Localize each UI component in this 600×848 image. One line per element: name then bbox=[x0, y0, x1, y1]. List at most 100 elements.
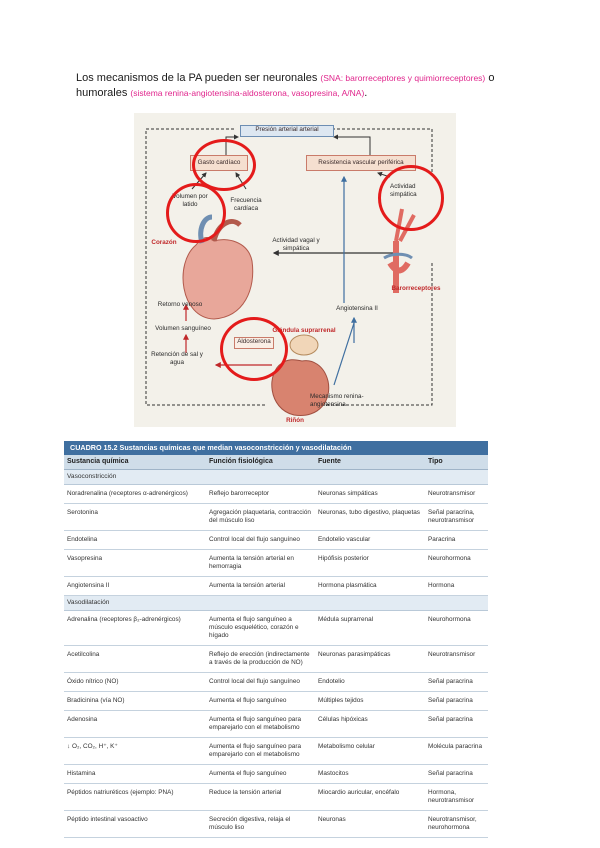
intro-line-1: Los mecanismos de la PA pueden ser neuro… bbox=[76, 71, 536, 86]
intro-line-2: humorales (sistema renina-angiotensina-a… bbox=[76, 86, 536, 101]
table-cell: Histamina bbox=[67, 770, 96, 777]
table-row: Noradrenalina (receptores α-adrenérgicos… bbox=[64, 485, 488, 504]
table-cell: Paracrina bbox=[428, 536, 456, 543]
table-cell: Control local del flujo sanguíneo bbox=[209, 536, 300, 543]
table-cell: Péptidos natriuréticos (ejemplo: PNA) bbox=[67, 789, 174, 796]
barorreceptores-label: Barorreceptores bbox=[391, 285, 441, 292]
table-cell: Neuronas parasimpáticas bbox=[318, 651, 391, 658]
table-header-cell: Fuente bbox=[318, 458, 341, 465]
table-cell: Neuronas simpáticas bbox=[318, 490, 378, 497]
table-cell: Aumenta el flujo sanguíneo bbox=[209, 770, 287, 777]
table-cell: Noradrenalina (receptores α-adrenérgicos… bbox=[67, 490, 188, 497]
table-cell: Neurotransmisor, neurohormona bbox=[428, 816, 477, 831]
table-cell: Molécula paracrina bbox=[428, 743, 482, 750]
table-cell: Serotonina bbox=[67, 509, 98, 516]
section-vasodilatacion: Vasodilatación bbox=[64, 596, 488, 611]
table-cell: Aumenta la tensión arterial bbox=[209, 582, 286, 589]
table-cell: Aumenta el flujo sanguíneo bbox=[209, 697, 287, 704]
table-cell: Mastocitos bbox=[318, 770, 349, 777]
table-cell: Células hipóxicas bbox=[318, 716, 368, 723]
table-cell: Vasopresina bbox=[67, 555, 103, 562]
table-cell: Neuronas bbox=[318, 816, 346, 823]
table-header-cell: Sustancia química bbox=[67, 458, 129, 465]
frecuencia-label: Frecuencia cardíaca bbox=[230, 197, 262, 212]
table-cell: Secreción digestiva, relaja el músculo l… bbox=[209, 816, 291, 831]
table-cell: Aumenta el flujo sanguíneo a músculo esq… bbox=[209, 616, 299, 639]
table-cell: ↓ O₂, CO₂, H⁺, K⁺ bbox=[67, 743, 118, 750]
highlight-circle-aldosterona bbox=[220, 317, 288, 381]
table-cell: Péptido intestinal vasoactivo bbox=[67, 816, 148, 823]
section-vasoconstriccion: Vasoconstricción bbox=[64, 470, 488, 485]
angiotensina-label: Angiotensina II bbox=[336, 305, 378, 312]
table-cell: Neurohormona bbox=[428, 616, 471, 623]
volumen-sanguineo-label: Volumen sanguíneo bbox=[155, 325, 211, 332]
table-cell: Reflejo de erección (indirectamente a tr… bbox=[209, 651, 310, 666]
intro-line-1-end: o bbox=[485, 72, 495, 84]
table-cell: Óxido nítrico (NO) bbox=[67, 678, 119, 685]
table-cell: Angiotensina II bbox=[67, 582, 110, 589]
table-row: Adrenalina (receptores β₂-adrenérgicos) A… bbox=[64, 611, 488, 646]
table-row: Endotelina Control local del flujo sanguí… bbox=[64, 531, 488, 550]
table-cell: Hormona plasmática bbox=[318, 582, 377, 589]
intro-line-2-end: . bbox=[364, 87, 368, 99]
table-title: CUADRO 15.2 Sustancias químicas que medi… bbox=[64, 441, 488, 455]
table-cell: Hipófisis posterior bbox=[318, 555, 369, 562]
actividad-vagal-label: Actividad vagal y simpática bbox=[272, 237, 320, 252]
mecanismo-label: Mecanismo renina-angiotensina bbox=[310, 393, 364, 408]
table-cell: Miocardio auricular, encéfalo bbox=[318, 789, 400, 796]
retorno-venoso-label: Retorno venoso bbox=[157, 301, 203, 308]
table-cell: Señal paracrina bbox=[428, 678, 473, 685]
table-cell: Control local del flujo sanguíneo bbox=[209, 678, 300, 685]
table-cell: Neuronas, tubo digestivo, plaquetas bbox=[318, 509, 420, 516]
table-cell: Aumenta el flujo sanguíneo para empareja… bbox=[209, 743, 302, 758]
table-row: Angiotensina II Aumenta la tensión arteri… bbox=[64, 577, 488, 596]
glandula-suprarrenal-label: Glándula suprarrenal bbox=[272, 327, 336, 334]
table-cell: Reflejo barorreceptor bbox=[209, 490, 270, 497]
table-cell: Hormona bbox=[428, 582, 455, 589]
presion-arterial-box: Presión arterial arterial bbox=[240, 125, 334, 137]
rinon-label: Riñón bbox=[286, 417, 304, 424]
vasodilatacion-rows: Adrenalina (receptores β₂-adrenérgicos) A… bbox=[64, 611, 488, 838]
table-row: ↓ O₂, CO₂, H⁺, K⁺ Aumenta el flujo sanguí… bbox=[64, 738, 488, 765]
table-cell: Metabolismo celular bbox=[318, 743, 375, 750]
table-row: Acetilcolina Reflejo de erección (indirec… bbox=[64, 646, 488, 673]
table-cell: Neurotransmisor bbox=[428, 651, 476, 658]
table-header-cell: Tipo bbox=[428, 458, 443, 465]
highlight-circle-gasto bbox=[192, 139, 256, 191]
table-cell: Múltiples tejidos bbox=[318, 697, 364, 704]
table-cell: Adrenalina (receptores β₂-adrenérgicos) bbox=[67, 616, 181, 623]
vasoconstriccion-rows: Noradrenalina (receptores α-adrenérgicos… bbox=[64, 485, 488, 596]
table-row: Vasopresina Aumenta la tensión arterial e… bbox=[64, 550, 488, 577]
vasoactive-substances-table: CUADRO 15.2 Sustancias químicas que medi… bbox=[64, 441, 488, 838]
intro-line-1-highlight: (SNA: barorreceptores y quimiorreceptore… bbox=[320, 73, 486, 83]
retencion-label: Retención de sal y agua bbox=[151, 351, 203, 366]
table-cell: Hormona, neurotransmisor bbox=[428, 789, 475, 804]
table-cell: Neurotransmisor bbox=[428, 490, 476, 497]
intro-line-2-text: humorales bbox=[76, 87, 131, 99]
table-row: Serotonina Agregación plaquetaria, contra… bbox=[64, 504, 488, 531]
table-cell: Señal paracrina bbox=[428, 716, 473, 723]
table-cell: Reduce la tensión arterial bbox=[209, 789, 282, 796]
intro-paragraph: Los mecanismos de la PA pueden ser neuro… bbox=[76, 71, 536, 101]
resistencia-box: Resistencia vascular periférica bbox=[306, 155, 416, 171]
table-cell: Agregación plaquetaria, contracción del … bbox=[209, 509, 311, 524]
table-cell: Acetilcolina bbox=[67, 651, 100, 658]
resistencia-label: Resistencia vascular periférica bbox=[318, 159, 404, 166]
table-header-row: Sustancia química Función fisiológica Fu… bbox=[64, 455, 488, 470]
table-cell: Médula suprarrenal bbox=[318, 616, 374, 623]
table-row: Péptidos natriuréticos (ejemplo: PNA) Red… bbox=[64, 784, 488, 811]
table-cell: Bradicinina (vía NO) bbox=[67, 697, 125, 704]
presion-arterial-label: Presión arterial arterial bbox=[255, 126, 319, 133]
table-cell: Adenosina bbox=[67, 716, 98, 723]
table-cell: Neurohormona bbox=[428, 555, 471, 562]
blood-pressure-diagram: Presión arterial arterial Gasto cardíaco… bbox=[134, 113, 456, 427]
table-cell: Aumenta la tensión arterial en hemorragi… bbox=[209, 555, 294, 570]
table-cell: Señal paracrina bbox=[428, 770, 473, 777]
table-cell: Endotelio bbox=[318, 678, 345, 685]
table-cell: Endotelina bbox=[67, 536, 98, 543]
highlight-circle-volumen bbox=[166, 183, 226, 243]
table-header-cell: Función fisiológica bbox=[209, 458, 273, 465]
table-cell: Señal paracrina, neurotransmisor bbox=[428, 509, 475, 524]
table-row: Óxido nítrico (NO) Control local del fluj… bbox=[64, 673, 488, 692]
